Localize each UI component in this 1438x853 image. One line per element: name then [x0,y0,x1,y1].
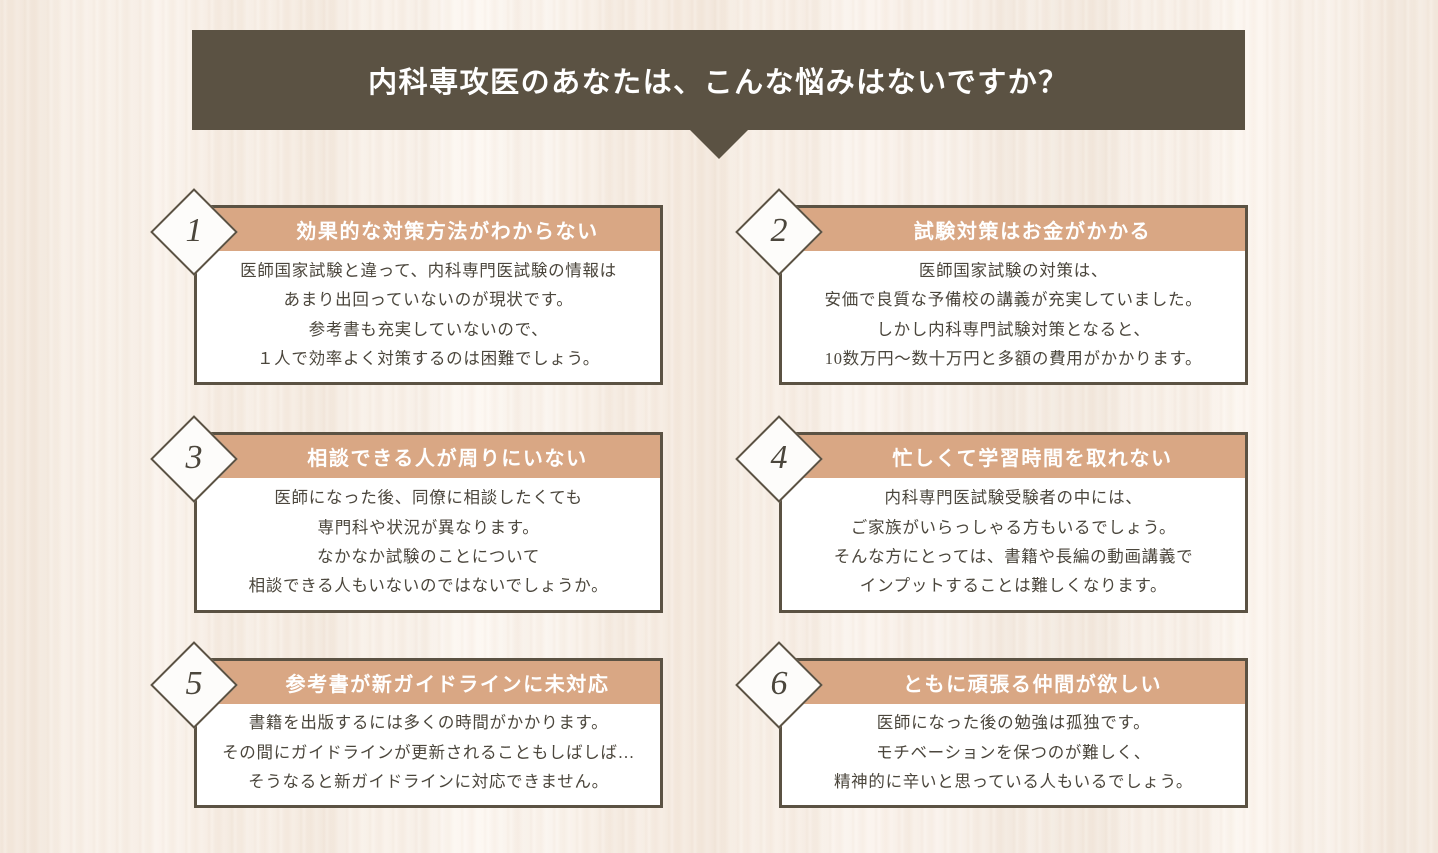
card-body-line: 医師国家試験の対策は、 [918,260,1109,280]
card-header: 参考書が新ガイドラインに未対応 [197,661,660,704]
card-body-line: 書籍を出版するには多くの時間がかかります。 [248,713,609,733]
card-header: 試験対策はお金がかかる [782,208,1245,251]
card-body-line: 安価で良質な予備校の講義が充実していました。 [824,290,1203,310]
badge-number-label: 3 [185,439,203,476]
card-title: 相談できる人が周りにいない [307,448,588,470]
card-body-line: 参考書も充実していないので、 [308,319,549,339]
card-body-line: モチベーションを保つのが難しく、 [876,742,1151,762]
concern-card: 6 ともに頑張る仲間が欲しい 医師になった後の勉強は孤独です。 モチベーションを… [735,641,1248,808]
card-body-line: あまり出回っていないのが現状です。 [283,290,574,310]
card-body-line: 精神的に辛いと思っている人もいるでしょう。 [833,772,1194,792]
card-header: 相談できる人が周りにいない [197,435,660,478]
card-body: 書籍を出版するには多くの時間がかかります。 その間にガイドラインが更新されること… [197,704,660,805]
concern-card: 2 試験対策はお金がかかる 医師国家試験の対策は、 安価で良質な予備校の講義が充… [735,188,1248,385]
concern-card: 5 参考書が新ガイドラインに未対応 書籍を出版するには多くの時間がかかります。 … [150,641,663,808]
card-body: 内科専門医試験受験者の中には、 ご家族がいらっしゃる方もいるでしょう。 そんな方… [782,478,1245,610]
card-title: 参考書が新ガイドラインに未対応 [285,674,610,696]
down-triangle-icon [690,130,748,159]
card-body-line: しかし内科専門試験対策となると、 [876,319,1151,339]
card-body-line: そんな方にとっては、書籍や長編の動画講義で [833,547,1194,566]
page-title: 内科専攻医のあなたは、こんな悩みはないですか？ [368,67,1069,99]
badge-number-label: 6 [770,665,788,702]
concern-card: 3 相談できる人が周りにいない 医師になった後、同僚に相談したくても 専門科や状… [150,415,663,613]
card-body-line: そうなると新ガイドラインに対応できません。 [248,772,609,792]
concern-card: 4 忙しくて学習時間を取れない 内科専門医試験受験者の中には、 ご家族がいらっし… [735,415,1248,613]
card-title: 忙しくて学習時間を取れない [892,448,1173,470]
card-header: 効果的な対策方法がわからない [197,208,660,251]
header-banner: 内科専攻医のあなたは、こんな悩みはないですか？ [192,30,1245,130]
card-body-line: インプットすることは難しくなります。 [859,576,1168,596]
card-body-line: 専門科や状況が異なります。 [317,517,540,537]
card-body: 医師国家試験の対策は、 安価で良質な予備校の講義が充実していました。 しかし内科… [782,251,1245,382]
card-body-line: 10数万円〜数十万円と多額の費用がかかります。 [824,348,1203,368]
card-body-line: 相談できる人もいないのではないでしょうか。 [248,576,609,596]
card-header: ともに頑張る仲間が欲しい [782,661,1245,704]
card-body-line: その間にガイドラインが更新されることもしばしば… [222,742,635,762]
card-body-line: １人で効率よく対策するのは困難でしょう。 [256,348,600,368]
card-title: ともに頑張る仲間が欲しい [902,674,1163,696]
card-body-line: なかなか試験のことについて [316,547,541,566]
card-body-line: 医師になった後、同僚に相談したくても [274,488,583,508]
badge-number-label: 1 [185,212,203,249]
badge-number-label: 4 [770,439,788,476]
card-title: 試験対策はお金がかかる [913,221,1152,243]
card-body: 医師になった後、同僚に相談したくても 専門科や状況が異なります。 なかなか試験の… [197,478,660,610]
card-header: 忙しくて学習時間を取れない [782,435,1245,478]
card-body: 医師国家試験と違って、内科専門医試験の情報は あまり出回っていないのが現状です。… [197,251,660,382]
card-title: 効果的な対策方法がわからない [296,221,599,243]
concern-card: 1 効果的な対策方法がわからない 医師国家試験と違って、内科専門医試験の情報は … [150,188,663,385]
card-body-line: 医師国家試験と違って、内科専門医試験の情報は [240,260,617,280]
badge-number-label: 2 [770,212,788,249]
card-body-line: 内科専門医試験受験者の中には、 [884,488,1143,508]
card-body-line: ご家族がいらっしゃる方もいるでしょう。 [850,517,1177,537]
card-body-line: 医師になった後の勉強は孤独です。 [876,713,1151,733]
badge-number-label: 5 [185,665,203,702]
card-body: 医師になった後の勉強は孤独です。 モチベーションを保つのが難しく、 精神的に辛い… [782,704,1245,805]
